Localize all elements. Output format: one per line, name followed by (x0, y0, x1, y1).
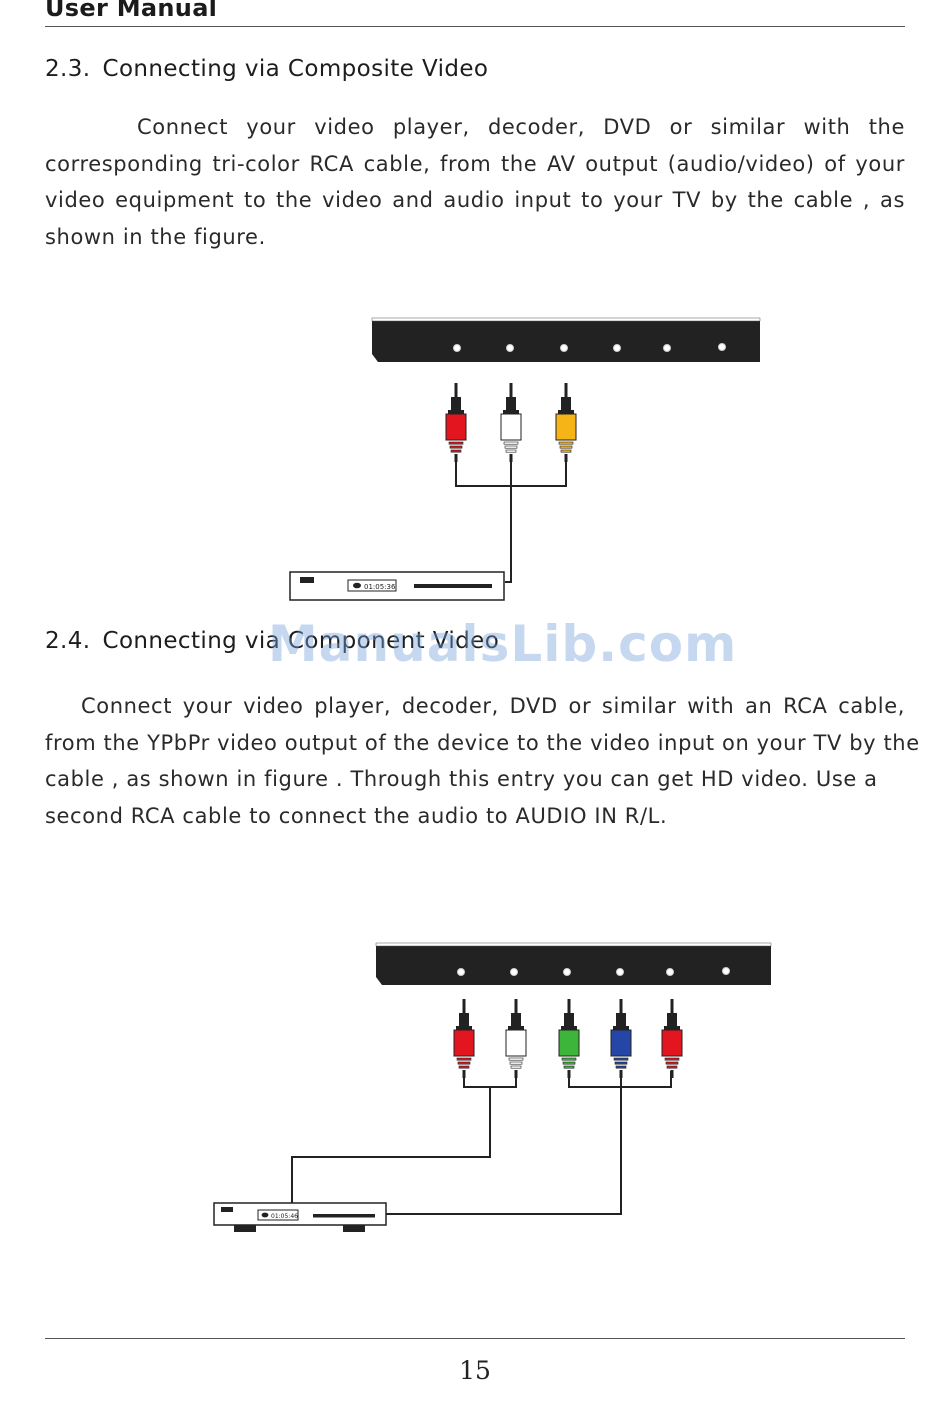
player-display: 01:05:46 (271, 1213, 298, 1220)
paragraph-line: Connect your video player, decoder, DVD … (137, 115, 905, 139)
input-jack (718, 343, 726, 351)
section-heading-composite: 2.3. Connecting via Composite Video (45, 56, 488, 82)
video-player: 01:05:46 (213, 1202, 387, 1232)
paragraph-line: cable , as shown in figure . Through thi… (45, 767, 878, 791)
input-jack (616, 968, 624, 976)
paragraph-line: video equipment to the video and audio i… (45, 188, 905, 212)
rca-plug (445, 383, 467, 462)
watermark: ManualsLib.com (268, 615, 738, 673)
rca-plug (505, 999, 527, 1078)
cable (455, 460, 567, 583)
video-cable (386, 1071, 672, 1215)
input-jack (453, 344, 461, 352)
section-title: Connecting via Composite Video (102, 56, 489, 82)
input-jack (560, 344, 568, 352)
input-jack (666, 968, 674, 976)
paragraph-component: Connect your video player, decoder, DVD … (45, 688, 920, 834)
page-number: 15 (459, 1356, 491, 1385)
composite-connection-diagram: 01:05:36 (289, 317, 761, 601)
disc-icon (261, 1212, 269, 1218)
disc-icon (353, 582, 361, 589)
input-jack (510, 968, 518, 976)
rca-plug-group (453, 999, 683, 1078)
rca-plug (661, 999, 683, 1078)
player-display: 01:05:36 (364, 583, 396, 591)
tv-input-panel (371, 317, 761, 362)
rca-plug (453, 999, 475, 1078)
input-jack (506, 344, 514, 352)
video-player: 01:05:36 (289, 571, 505, 601)
input-jack (563, 968, 571, 976)
paragraph-line: second RCA cable to connect the audio to… (45, 803, 668, 828)
header-title: User Manual (45, 0, 218, 22)
paragraph-composite: Connect your video player, decoder, DVD … (45, 109, 905, 255)
paragraph-line: corresponding tri-color RCA cable, from … (45, 151, 905, 176)
input-jack (457, 968, 465, 976)
section-title: Connecting via Component Video (102, 628, 500, 654)
paragraph-line: shown in the figure. (45, 224, 266, 249)
rca-plug (500, 383, 522, 462)
input-jack (663, 344, 671, 352)
audio-cable (291, 1071, 517, 1203)
header-rule (45, 26, 905, 27)
section-number: 2.3. (45, 56, 91, 82)
input-jack (613, 344, 621, 352)
rca-plug (610, 999, 632, 1078)
input-jack (722, 967, 730, 975)
rca-plug-group (445, 383, 577, 462)
paragraph-line: from the YPbPr video output of the devic… (45, 730, 920, 755)
rca-plug (558, 999, 580, 1078)
section-number: 2.4. (45, 628, 91, 654)
rca-plug (555, 383, 577, 462)
footer-rule (45, 1338, 905, 1339)
paragraph-line: Connect your video player, decoder, DVD … (81, 694, 905, 718)
component-connection-diagram: 01:05:46 (213, 942, 772, 1232)
section-heading-component: 2.4. Connecting via Component Video (45, 628, 499, 654)
tv-input-panel (375, 942, 772, 985)
